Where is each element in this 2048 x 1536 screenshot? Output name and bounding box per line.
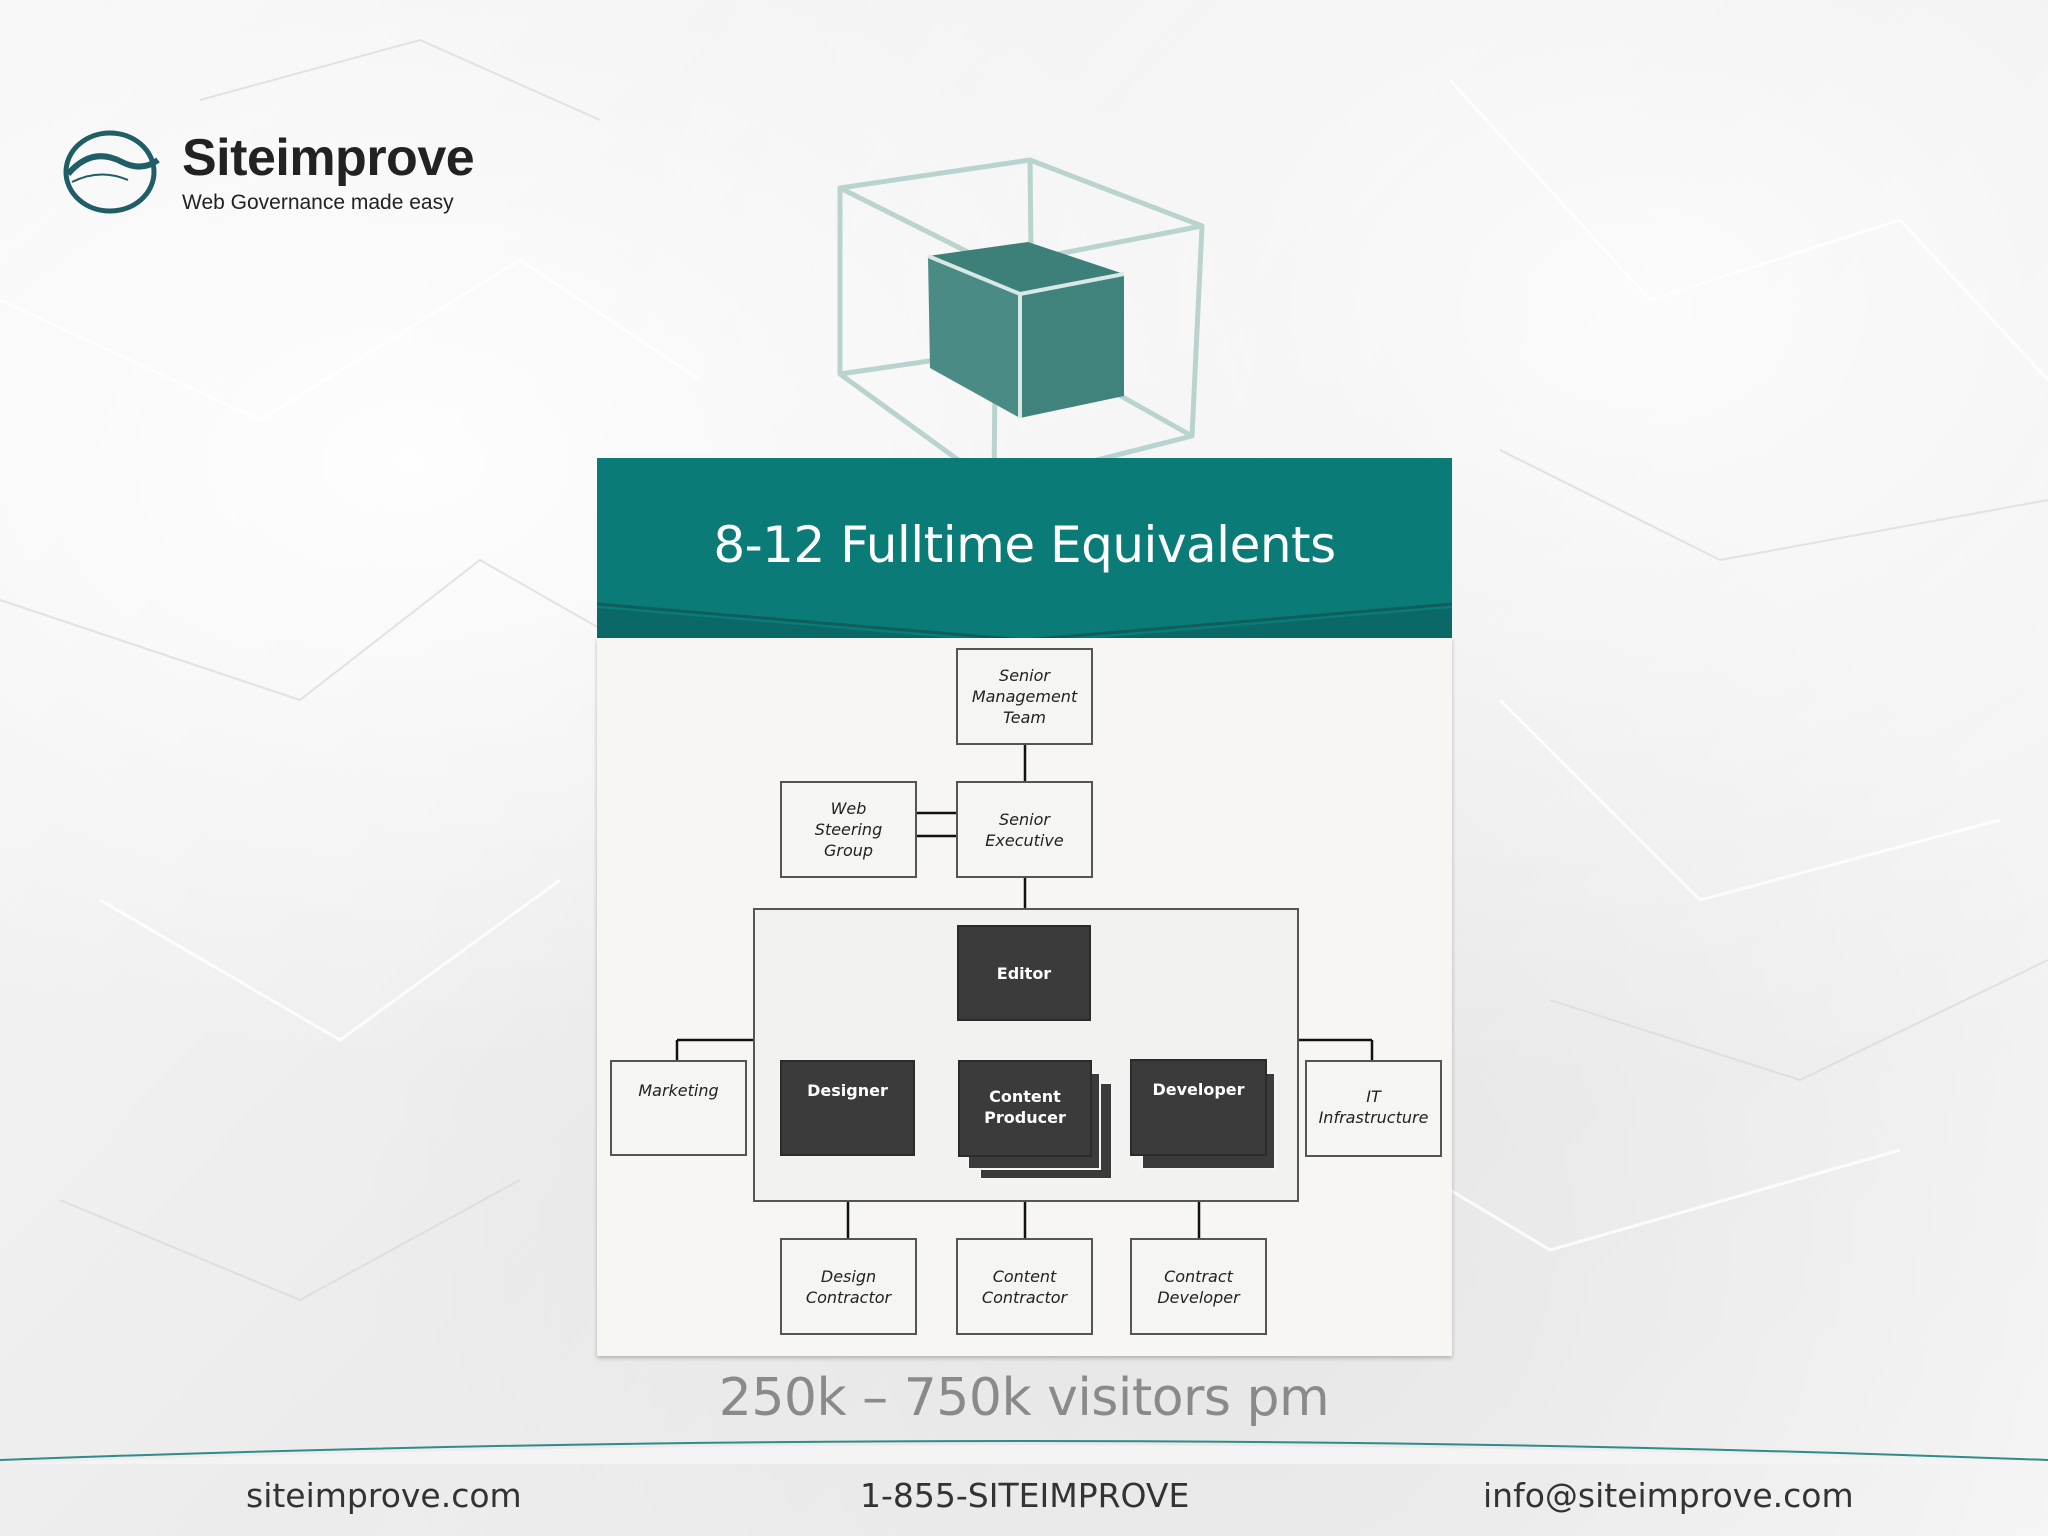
- node-developer: Developer: [1130, 1059, 1267, 1156]
- footer-website-link[interactable]: siteimprove.com: [246, 1476, 522, 1515]
- node-senior-management-team: Senior Management Team: [956, 648, 1093, 745]
- node-senior-executive: Senior Executive: [956, 781, 1093, 878]
- node-contract-developer: Contract Developer: [1130, 1238, 1267, 1335]
- node-content-producer: Content Producer: [958, 1060, 1092, 1157]
- banner-title: 8-12 Fulltime Equivalents: [713, 516, 1336, 574]
- node-design-contractor: Design Contractor: [780, 1238, 917, 1335]
- visitors-caption: 250k – 750k visitors pm: [718, 1368, 1330, 1428]
- node-editor: Editor: [957, 925, 1091, 1021]
- node-designer: Designer: [780, 1060, 915, 1156]
- cube-in-box-icon: [837, 157, 1205, 489]
- brand-name: Siteimprove: [182, 129, 475, 187]
- node-web-steering-group: Web Steering Group: [780, 781, 917, 878]
- brand-tagline: Web Governance made easy: [182, 191, 454, 214]
- footer-email-link[interactable]: info@siteimprove.com: [1483, 1476, 1854, 1515]
- wave-logo-icon: [63, 130, 160, 214]
- org-chart: Senior Management Team Web Steering Grou…: [597, 638, 1452, 1356]
- node-content-contractor: Content Contractor: [956, 1238, 1093, 1335]
- node-marketing: Marketing: [610, 1060, 747, 1156]
- org-chart-card: 8-12 Fulltime Equivalents Seni: [597, 458, 1452, 1356]
- footer: siteimprove.com 1-855-SITEIMPROVE info@s…: [0, 1476, 2048, 1522]
- footer-phone[interactable]: 1-855-SITEIMPROVE: [860, 1476, 1190, 1515]
- title-banner: [597, 458, 1452, 638]
- node-it-infrastructure: IT Infrastructure: [1305, 1060, 1442, 1157]
- footer-divider: [0, 1440, 2048, 1464]
- brand-logo[interactable]: Siteimprove Web Governance made easy: [62, 128, 475, 228]
